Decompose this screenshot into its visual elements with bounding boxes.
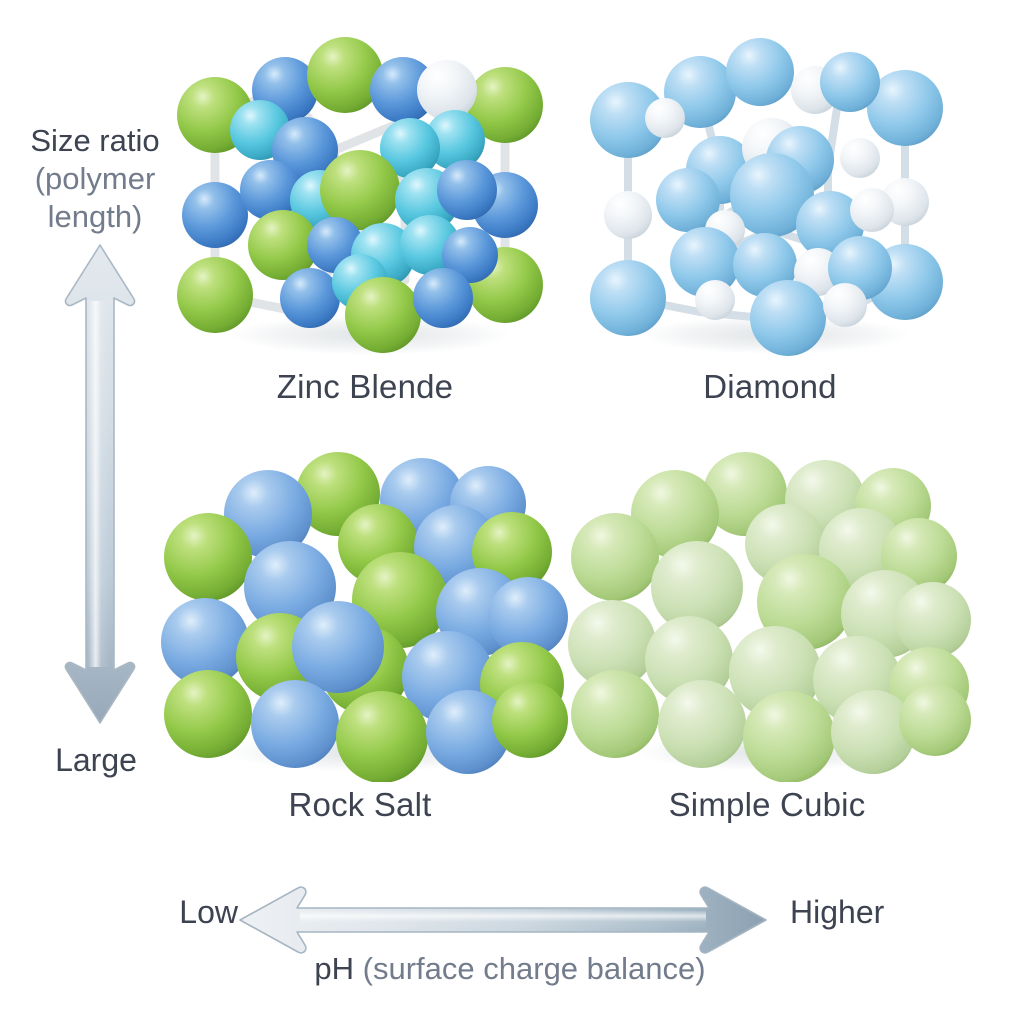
horizontal-double-arrow-icon xyxy=(239,886,767,954)
x-axis-label-main: pH xyxy=(314,951,355,986)
x-axis-left-label: Low xyxy=(179,894,238,930)
y-axis-label: Size ratio (polymer length) xyxy=(0,122,190,236)
cell-caption-rock-salt: Rock Salt xyxy=(288,786,432,823)
cell-caption-diamond: Diamond xyxy=(703,368,837,405)
y-axis-bottom-label: Large xyxy=(55,742,137,778)
simple-cubic-structure-figure xyxy=(568,452,971,782)
rock-salt-structure-figure xyxy=(161,452,568,782)
cell-rock-salt[interactable]: Rock Salt xyxy=(150,452,570,852)
y-axis-title-main: Size ratio xyxy=(30,123,160,158)
cell-caption-simple-cubic: Simple Cubic xyxy=(668,786,866,823)
zinc-blende-structure-figure xyxy=(177,37,543,355)
x-axis-right-label: Higher xyxy=(790,894,885,930)
diamond-structure-figure xyxy=(590,38,943,356)
cell-diamond[interactable]: Diamond xyxy=(560,30,980,430)
x-axis-label: pH (surface charge balance) xyxy=(180,950,840,988)
x-axis-label-sub: (surface charge balance) xyxy=(362,951,706,986)
vertical-double-arrow-icon xyxy=(64,244,136,724)
cell-caption-zinc-blende: Zinc Blende xyxy=(276,368,454,405)
y-axis-title-sub-line2: length) xyxy=(47,199,143,234)
y-axis-title-sub-line1: (polymer xyxy=(34,161,156,196)
cell-simple-cubic[interactable]: Simple Cubic xyxy=(557,452,977,852)
cell-zinc-blende[interactable]: Zinc Blende xyxy=(155,30,575,430)
